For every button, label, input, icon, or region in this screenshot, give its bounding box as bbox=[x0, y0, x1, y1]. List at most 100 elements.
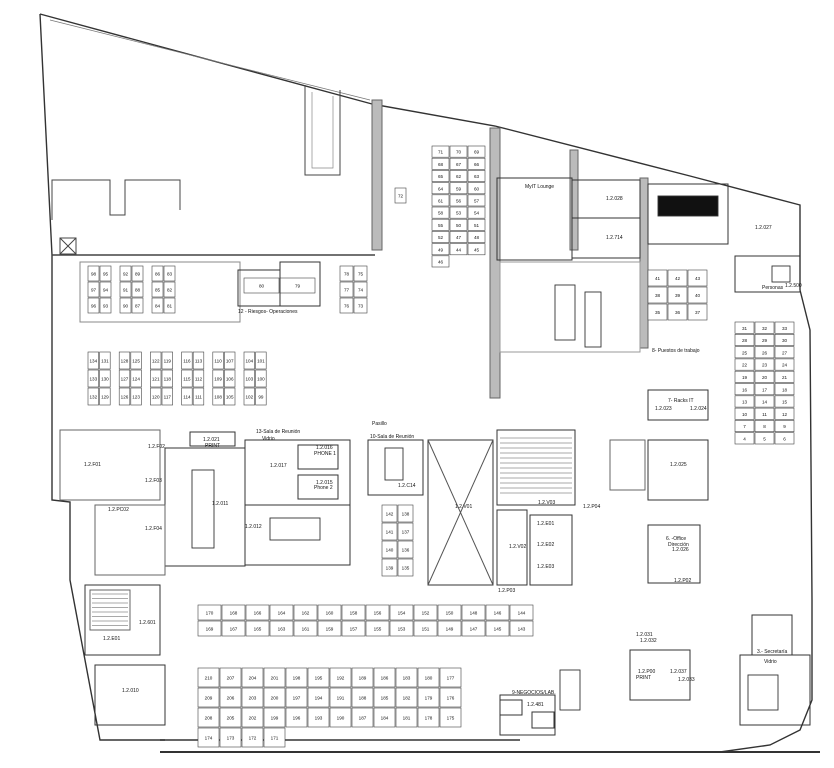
desk-58[interactable]: 58 bbox=[431, 206, 450, 219]
desk-108[interactable]: 108 bbox=[212, 387, 224, 406]
desk-73[interactable]: 73 bbox=[353, 297, 368, 314]
desk-28[interactable]: 28 bbox=[734, 333, 755, 346]
desk-128[interactable]: 128 bbox=[118, 351, 131, 370]
desk-134[interactable]: 134 bbox=[87, 351, 99, 370]
desk-20[interactable]: 20 bbox=[754, 370, 775, 383]
desk-79[interactable]: 79 bbox=[279, 277, 316, 294]
desk-196[interactable]: 196 bbox=[285, 707, 308, 728]
desk-17[interactable]: 17 bbox=[754, 383, 775, 396]
desk-167[interactable]: 167 bbox=[221, 620, 246, 637]
desk-83[interactable]: 83 bbox=[163, 265, 176, 282]
desk-109[interactable]: 109 bbox=[212, 369, 224, 388]
desk-144[interactable]: 144 bbox=[509, 604, 534, 621]
desk-53[interactable]: 53 bbox=[449, 206, 468, 219]
desk-170[interactable]: 170 bbox=[197, 604, 222, 621]
desk-40[interactable]: 40 bbox=[687, 286, 708, 304]
desk-192[interactable]: 192 bbox=[329, 667, 352, 688]
desk-193[interactable]: 193 bbox=[307, 707, 330, 728]
desk-36[interactable]: 36 bbox=[667, 303, 688, 321]
desk-145[interactable]: 145 bbox=[485, 620, 510, 637]
desk-195[interactable]: 195 bbox=[307, 667, 330, 688]
desk-137[interactable]: 137 bbox=[397, 522, 414, 541]
desk-173[interactable]: 173 bbox=[219, 727, 242, 748]
desk-35[interactable]: 35 bbox=[647, 303, 668, 321]
desk-44[interactable]: 44 bbox=[449, 243, 468, 256]
desk-133[interactable]: 133 bbox=[87, 369, 99, 388]
desk-5[interactable]: 5 bbox=[754, 432, 775, 445]
desk-85[interactable]: 85 bbox=[151, 281, 164, 298]
desk-139[interactable]: 139 bbox=[381, 558, 398, 577]
desk-23[interactable]: 23 bbox=[754, 358, 775, 371]
desk-4[interactable]: 4 bbox=[734, 432, 755, 445]
desk-154[interactable]: 154 bbox=[389, 604, 414, 621]
desk-8[interactable]: 8 bbox=[754, 420, 775, 432]
desk-94[interactable]: 94 bbox=[99, 281, 112, 298]
desk-60[interactable]: 60 bbox=[467, 182, 486, 195]
desk-82[interactable]: 82 bbox=[163, 281, 176, 298]
desk-116[interactable]: 116 bbox=[181, 351, 193, 370]
desk-124[interactable]: 124 bbox=[130, 369, 142, 388]
desk-143[interactable]: 143 bbox=[509, 620, 534, 637]
desk-81[interactable]: 81 bbox=[163, 297, 176, 314]
desk-162[interactable]: 162 bbox=[293, 604, 318, 621]
desk-151[interactable]: 151 bbox=[413, 620, 438, 637]
desk-104[interactable]: 104 bbox=[243, 351, 255, 370]
desk-25[interactable]: 25 bbox=[734, 346, 755, 359]
desk-19[interactable]: 19 bbox=[734, 370, 755, 383]
desk-106[interactable]: 106 bbox=[224, 369, 236, 388]
desk-186[interactable]: 186 bbox=[373, 667, 396, 688]
desk-42[interactable]: 42 bbox=[667, 269, 688, 287]
desk-29[interactable]: 29 bbox=[754, 333, 775, 346]
desk-97[interactable]: 97 bbox=[87, 281, 100, 298]
desk-24[interactable]: 24 bbox=[774, 358, 795, 371]
desk-67[interactable]: 67 bbox=[449, 157, 468, 170]
desk-88[interactable]: 88 bbox=[131, 281, 144, 298]
desk-70[interactable]: 70 bbox=[449, 145, 468, 158]
desk-62[interactable]: 62 bbox=[449, 170, 468, 182]
desk-37[interactable]: 37 bbox=[687, 303, 708, 321]
desk-201[interactable]: 201 bbox=[263, 667, 286, 688]
desk-45[interactable]: 45 bbox=[467, 243, 486, 256]
desk-161[interactable]: 161 bbox=[293, 620, 318, 637]
desk-140[interactable]: 140 bbox=[381, 540, 398, 559]
desk-203[interactable]: 203 bbox=[241, 687, 264, 708]
desk-33[interactable]: 33 bbox=[774, 321, 795, 334]
desk-66[interactable]: 66 bbox=[467, 157, 486, 170]
desk-205[interactable]: 205 bbox=[219, 707, 242, 728]
desk-156[interactable]: 156 bbox=[365, 604, 390, 621]
desk-204[interactable]: 204 bbox=[241, 667, 264, 688]
desk-96[interactable]: 96 bbox=[87, 297, 100, 314]
desk-138[interactable]: 138 bbox=[397, 504, 414, 523]
desk-202[interactable]: 202 bbox=[241, 707, 264, 728]
desk-111[interactable]: 111 bbox=[192, 387, 205, 406]
desk-117[interactable]: 117 bbox=[161, 387, 173, 406]
desk-169[interactable]: 169 bbox=[197, 620, 222, 637]
desk-130[interactable]: 130 bbox=[99, 369, 111, 388]
desk-206[interactable]: 206 bbox=[219, 687, 242, 708]
desk-75[interactable]: 75 bbox=[353, 265, 368, 282]
desk-185[interactable]: 185 bbox=[373, 687, 396, 708]
desk-129[interactable]: 129 bbox=[99, 387, 111, 406]
desk-126[interactable]: 126 bbox=[118, 387, 131, 406]
desk-122[interactable]: 122 bbox=[150, 351, 162, 370]
desk-146[interactable]: 146 bbox=[485, 604, 510, 621]
desk-41[interactable]: 41 bbox=[647, 269, 668, 287]
desk-46[interactable]: 46 bbox=[431, 255, 450, 268]
desk-9[interactable]: 9 bbox=[774, 420, 795, 432]
desk-164[interactable]: 164 bbox=[269, 604, 294, 621]
desk-89[interactable]: 89 bbox=[131, 265, 144, 282]
desk-131[interactable]: 131 bbox=[99, 351, 111, 370]
desk-177[interactable]: 177 bbox=[439, 667, 462, 688]
desk-98[interactable]: 98 bbox=[87, 265, 100, 282]
desk-190[interactable]: 190 bbox=[329, 707, 352, 728]
desk-71[interactable]: 71 bbox=[431, 145, 450, 158]
desk-178[interactable]: 178 bbox=[417, 707, 440, 728]
desk-132[interactable]: 132 bbox=[87, 387, 99, 406]
desk-197[interactable]: 197 bbox=[285, 687, 308, 708]
desk-188[interactable]: 188 bbox=[351, 687, 374, 708]
desk-63[interactable]: 63 bbox=[467, 170, 486, 182]
desk-54[interactable]: 54 bbox=[467, 206, 486, 219]
desk-155[interactable]: 155 bbox=[365, 620, 390, 637]
desk-165[interactable]: 165 bbox=[245, 620, 270, 637]
desk-180[interactable]: 180 bbox=[417, 667, 440, 688]
